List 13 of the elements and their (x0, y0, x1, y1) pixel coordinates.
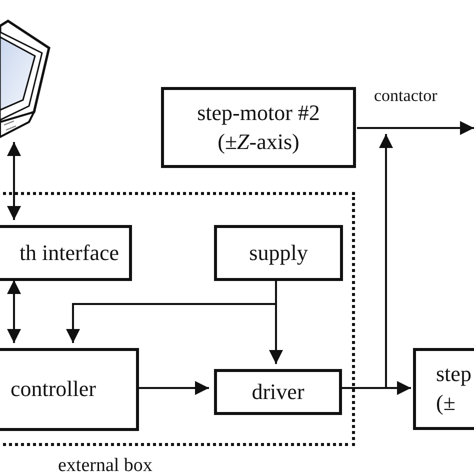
enclosure-label: external box (57, 455, 154, 474)
driver-box: driver (214, 369, 342, 415)
arrow (340, 134, 393, 389)
arrow (66, 280, 277, 343)
motor-box: step-motor #2 (±Z-axis) (161, 87, 356, 168)
arrow (357, 121, 474, 135)
interface-box: th interface (0, 225, 132, 281)
motor-box: step (± (413, 348, 474, 430)
supply-box: supply (214, 225, 343, 281)
arrow (7, 142, 21, 220)
controller-box: controller (0, 348, 139, 431)
arrow (7, 280, 21, 343)
arrow (137, 381, 209, 395)
